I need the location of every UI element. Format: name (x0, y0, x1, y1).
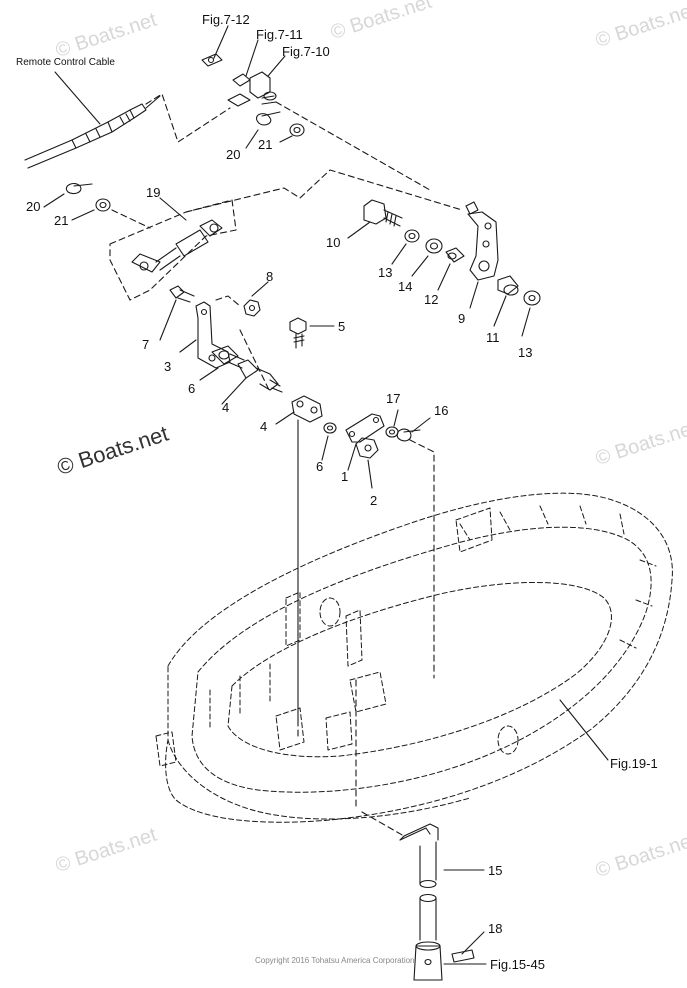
callout-7: 7 (142, 337, 150, 352)
link-plate-1 (345, 413, 385, 443)
callout-15: 15 (488, 863, 503, 878)
fig-ref-7-11: Fig.7-11 (256, 27, 303, 42)
callout-12: 12 (424, 292, 439, 307)
callout-6: 6 (316, 459, 324, 474)
fig-ref-7-10: Fig.7-10 (282, 44, 330, 59)
callout-21: 21 (54, 213, 69, 228)
callout-20: 20 (26, 199, 41, 214)
callout-5: 5 (338, 319, 346, 334)
bolt-10 (363, 199, 403, 227)
lower-cowling (155, 492, 673, 823)
callout-14: 14 (398, 279, 413, 294)
throttle-link-top (201, 53, 277, 107)
callout-13: 13 (378, 265, 393, 280)
fig-ref-19-1: Fig.19-1 (610, 756, 658, 771)
fig-ref-7-12: Fig.7-12 (202, 12, 250, 27)
callout-18: 18 (488, 921, 503, 936)
rod-19 (131, 219, 223, 273)
callout-17: 17 (386, 391, 401, 406)
callout-11: 11 (486, 330, 500, 345)
remote-control-cable (24, 95, 161, 169)
lever-9 (465, 201, 499, 281)
callout-1: 1 (341, 469, 349, 484)
callout-20: 20 (226, 147, 241, 162)
callout-9: 9 (458, 311, 466, 326)
bolt-5 (289, 317, 307, 349)
callout-6: 6 (188, 381, 196, 396)
callout-2: 2 (370, 493, 378, 508)
bracket-3 (195, 301, 231, 369)
callout-4: 4 (260, 419, 268, 434)
hose-15 (361, 811, 439, 889)
fig-ref-15-45: Fig.15-45 (490, 957, 545, 972)
callout-3: 3 (164, 359, 172, 374)
callout-4: 4 (222, 400, 230, 415)
joint-4 (291, 395, 323, 423)
callout-19: 19 (146, 185, 161, 200)
callout-13: 13 (518, 345, 533, 360)
remote-control-cable-label: Remote Control Cable (16, 57, 115, 68)
callout-16: 16 (434, 403, 449, 418)
callout-8: 8 (266, 269, 274, 284)
callout-10: 10 (326, 235, 341, 250)
copyright-notice: Copyright 2016 Tohatsu America Corporati… (255, 956, 415, 965)
callout-21: 21 (258, 137, 273, 152)
